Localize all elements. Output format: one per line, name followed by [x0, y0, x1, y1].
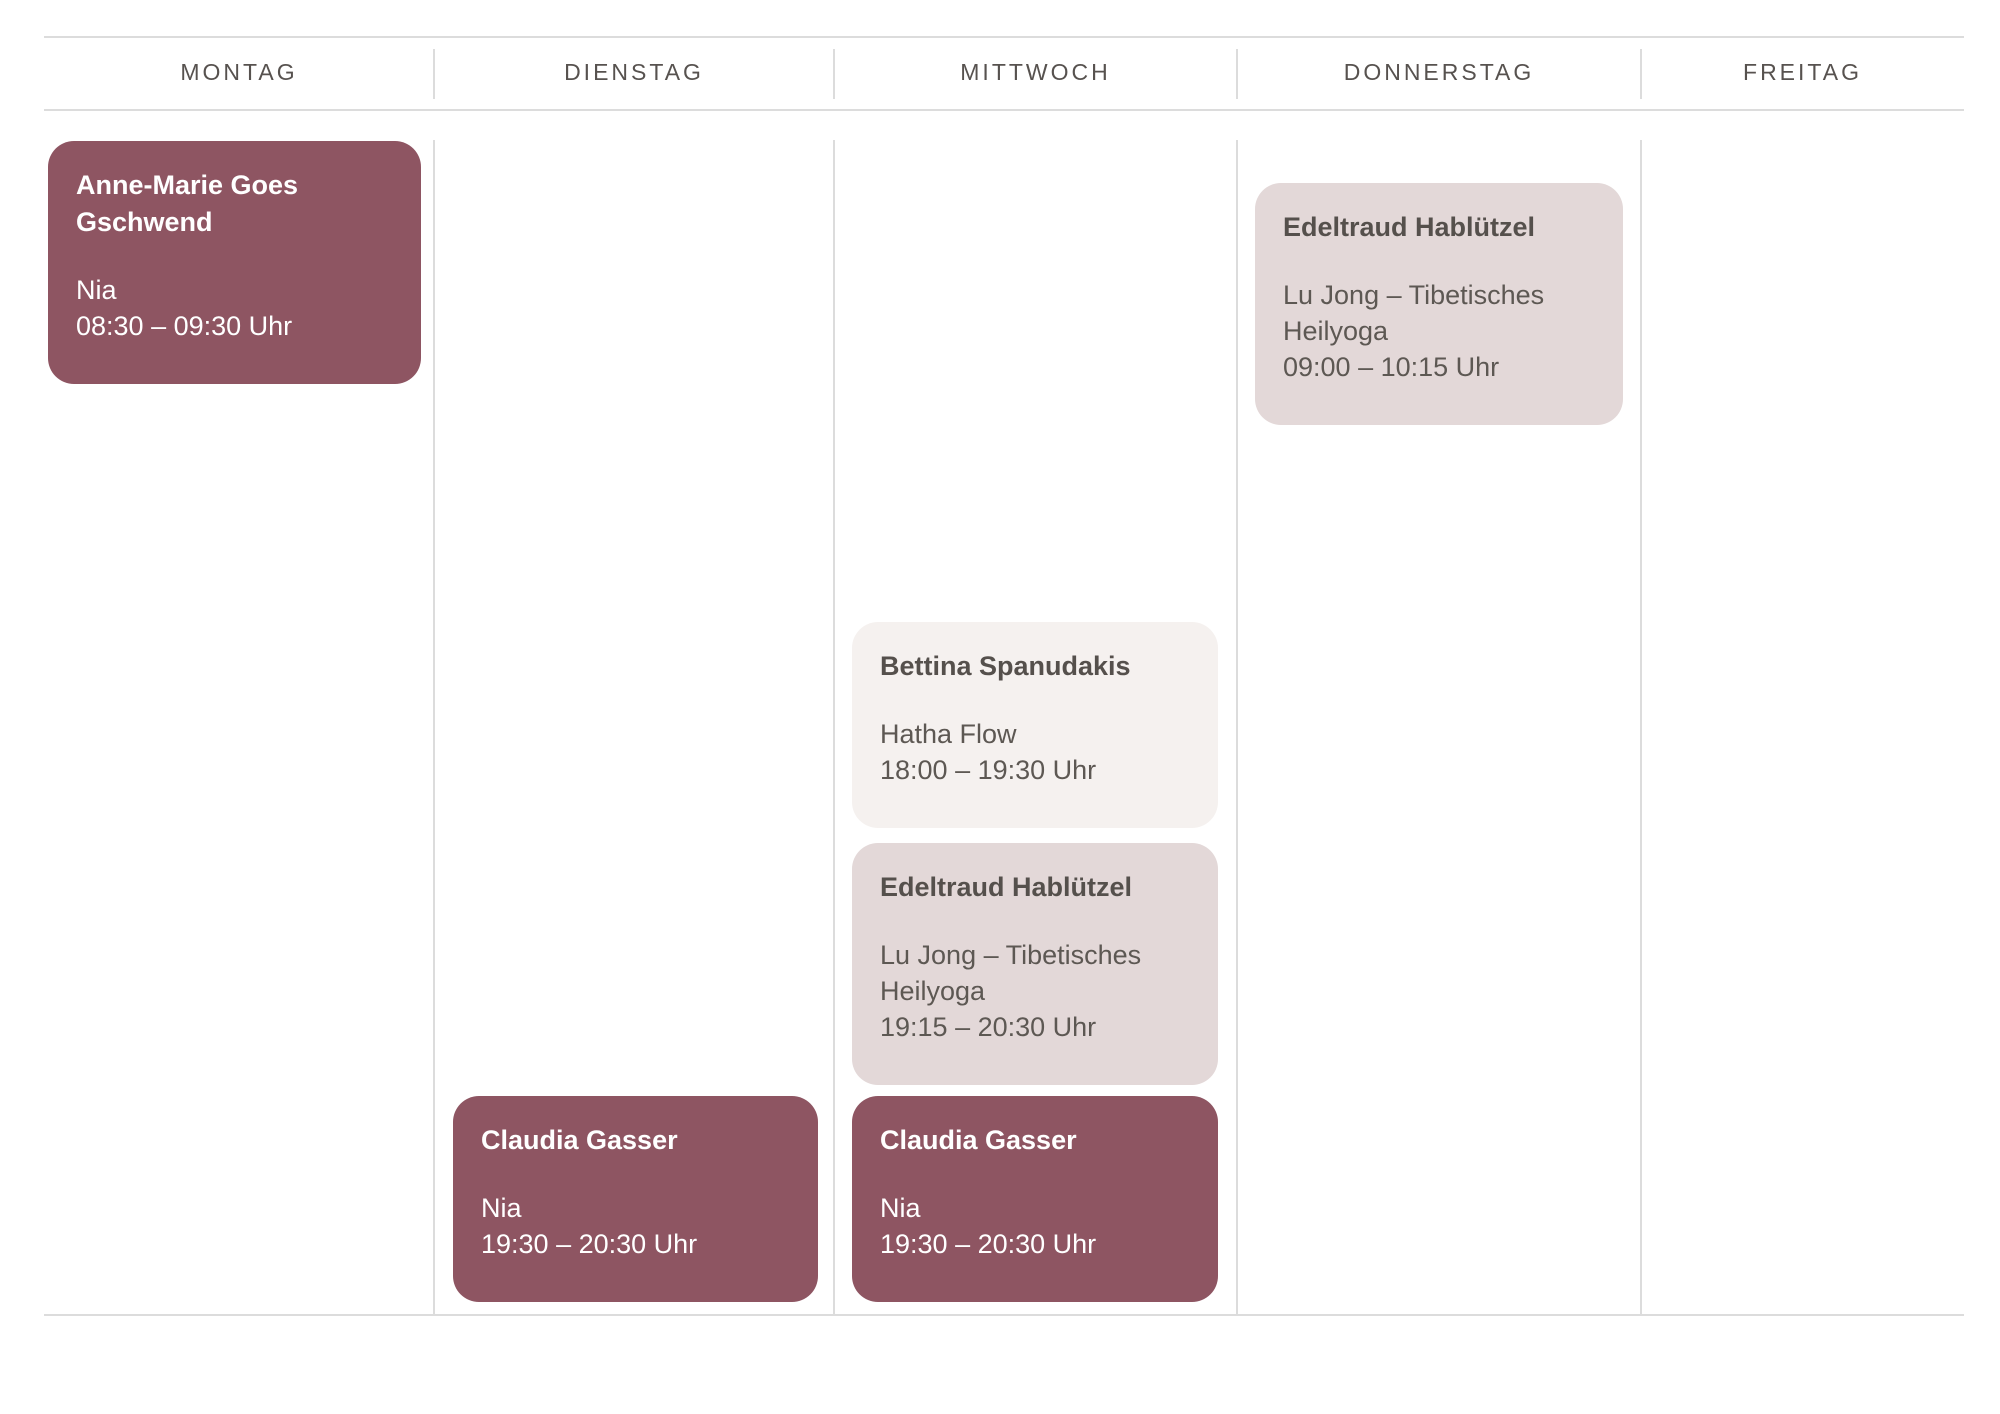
day-label: MONTAG [180, 59, 298, 85]
event-activity: Nia [76, 275, 117, 305]
event-title: Claudia Gasser [481, 1125, 678, 1155]
header-column-divider [833, 49, 835, 99]
event-time: 18:00 – 19:30 Uhr [880, 755, 1097, 785]
header-column-divider [1640, 49, 1642, 99]
event-details: Nia 19:30 – 20:30 Uhr [880, 1190, 1190, 1262]
day-header-mittwoch: MITTWOCH [834, 36, 1237, 109]
event-title: Anne-Marie Goes Gschwend [76, 170, 299, 237]
day-label: MITTWOCH [960, 59, 1111, 85]
day-header-freitag: FREITAG [1641, 36, 1964, 109]
event-details: Hatha Flow 18:00 – 19:30 Uhr [880, 716, 1190, 788]
day-label: DIENSTAG [564, 59, 704, 85]
column-divider [1640, 140, 1642, 1314]
event-activity: Hatha Flow [880, 719, 1017, 749]
event-card[interactable]: Edeltraud Hablützel Lu Jong – Tibetische… [852, 843, 1218, 1085]
day-header-montag: MONTAG [44, 36, 434, 109]
day-header-dienstag: DIENSTAG [434, 36, 834, 109]
header-column-divider [1236, 49, 1238, 99]
header-top-divider [44, 36, 1964, 38]
event-card[interactable]: Claudia Gasser Nia 19:30 – 20:30 Uhr [852, 1096, 1218, 1302]
header-column-divider [433, 49, 435, 99]
event-activity: Lu Jong – Tibetisches Heilyoga [1283, 280, 1545, 346]
day-label: FREITAG [1743, 59, 1862, 85]
event-activity: Lu Jong – Tibetisches Heilyoga [880, 940, 1142, 1006]
event-time: 19:15 – 20:30 Uhr [880, 1012, 1097, 1042]
event-time: 19:30 – 20:30 Uhr [880, 1229, 1097, 1259]
event-title: Claudia Gasser [880, 1125, 1077, 1155]
event-details: Nia 08:30 – 09:30 Uhr [76, 272, 393, 344]
header-bottom-divider [44, 109, 1964, 111]
event-details: Nia 19:30 – 20:30 Uhr [481, 1190, 790, 1262]
day-header-row: MONTAG DIENSTAG MITTWOCH DONNERSTAG FREI… [44, 36, 1964, 109]
event-card[interactable]: Edeltraud Hablützel Lu Jong – Tibetische… [1255, 183, 1623, 425]
event-title: Bettina Spanudakis [880, 651, 1131, 681]
event-details: Lu Jong – Tibetisches Heilyoga 19:15 – 2… [880, 937, 1190, 1045]
day-header-donnerstag: DONNERSTAG [1237, 36, 1641, 109]
event-title: Edeltraud Hablützel [1283, 212, 1536, 242]
column-divider [833, 140, 835, 1314]
event-card[interactable]: Claudia Gasser Nia 19:30 – 20:30 Uhr [453, 1096, 818, 1302]
event-card[interactable]: Anne-Marie Goes Gschwend Nia 08:30 – 09:… [48, 141, 421, 384]
event-title: Edeltraud Hablützel [880, 872, 1133, 902]
event-card[interactable]: Bettina Spanudakis Hatha Flow 18:00 – 19… [852, 622, 1218, 828]
event-details: Lu Jong – Tibetisches Heilyoga 09:00 – 1… [1283, 277, 1595, 385]
day-label: DONNERSTAG [1343, 59, 1535, 85]
event-time: 08:30 – 09:30 Uhr [76, 311, 293, 341]
schedule-bottom-divider [44, 1314, 1964, 1316]
event-time: 09:00 – 10:15 Uhr [1283, 352, 1500, 382]
event-activity: Nia [880, 1193, 921, 1223]
event-activity: Nia [481, 1193, 522, 1223]
column-divider [1236, 140, 1238, 1314]
event-time: 19:30 – 20:30 Uhr [481, 1229, 698, 1259]
column-divider [433, 140, 435, 1314]
